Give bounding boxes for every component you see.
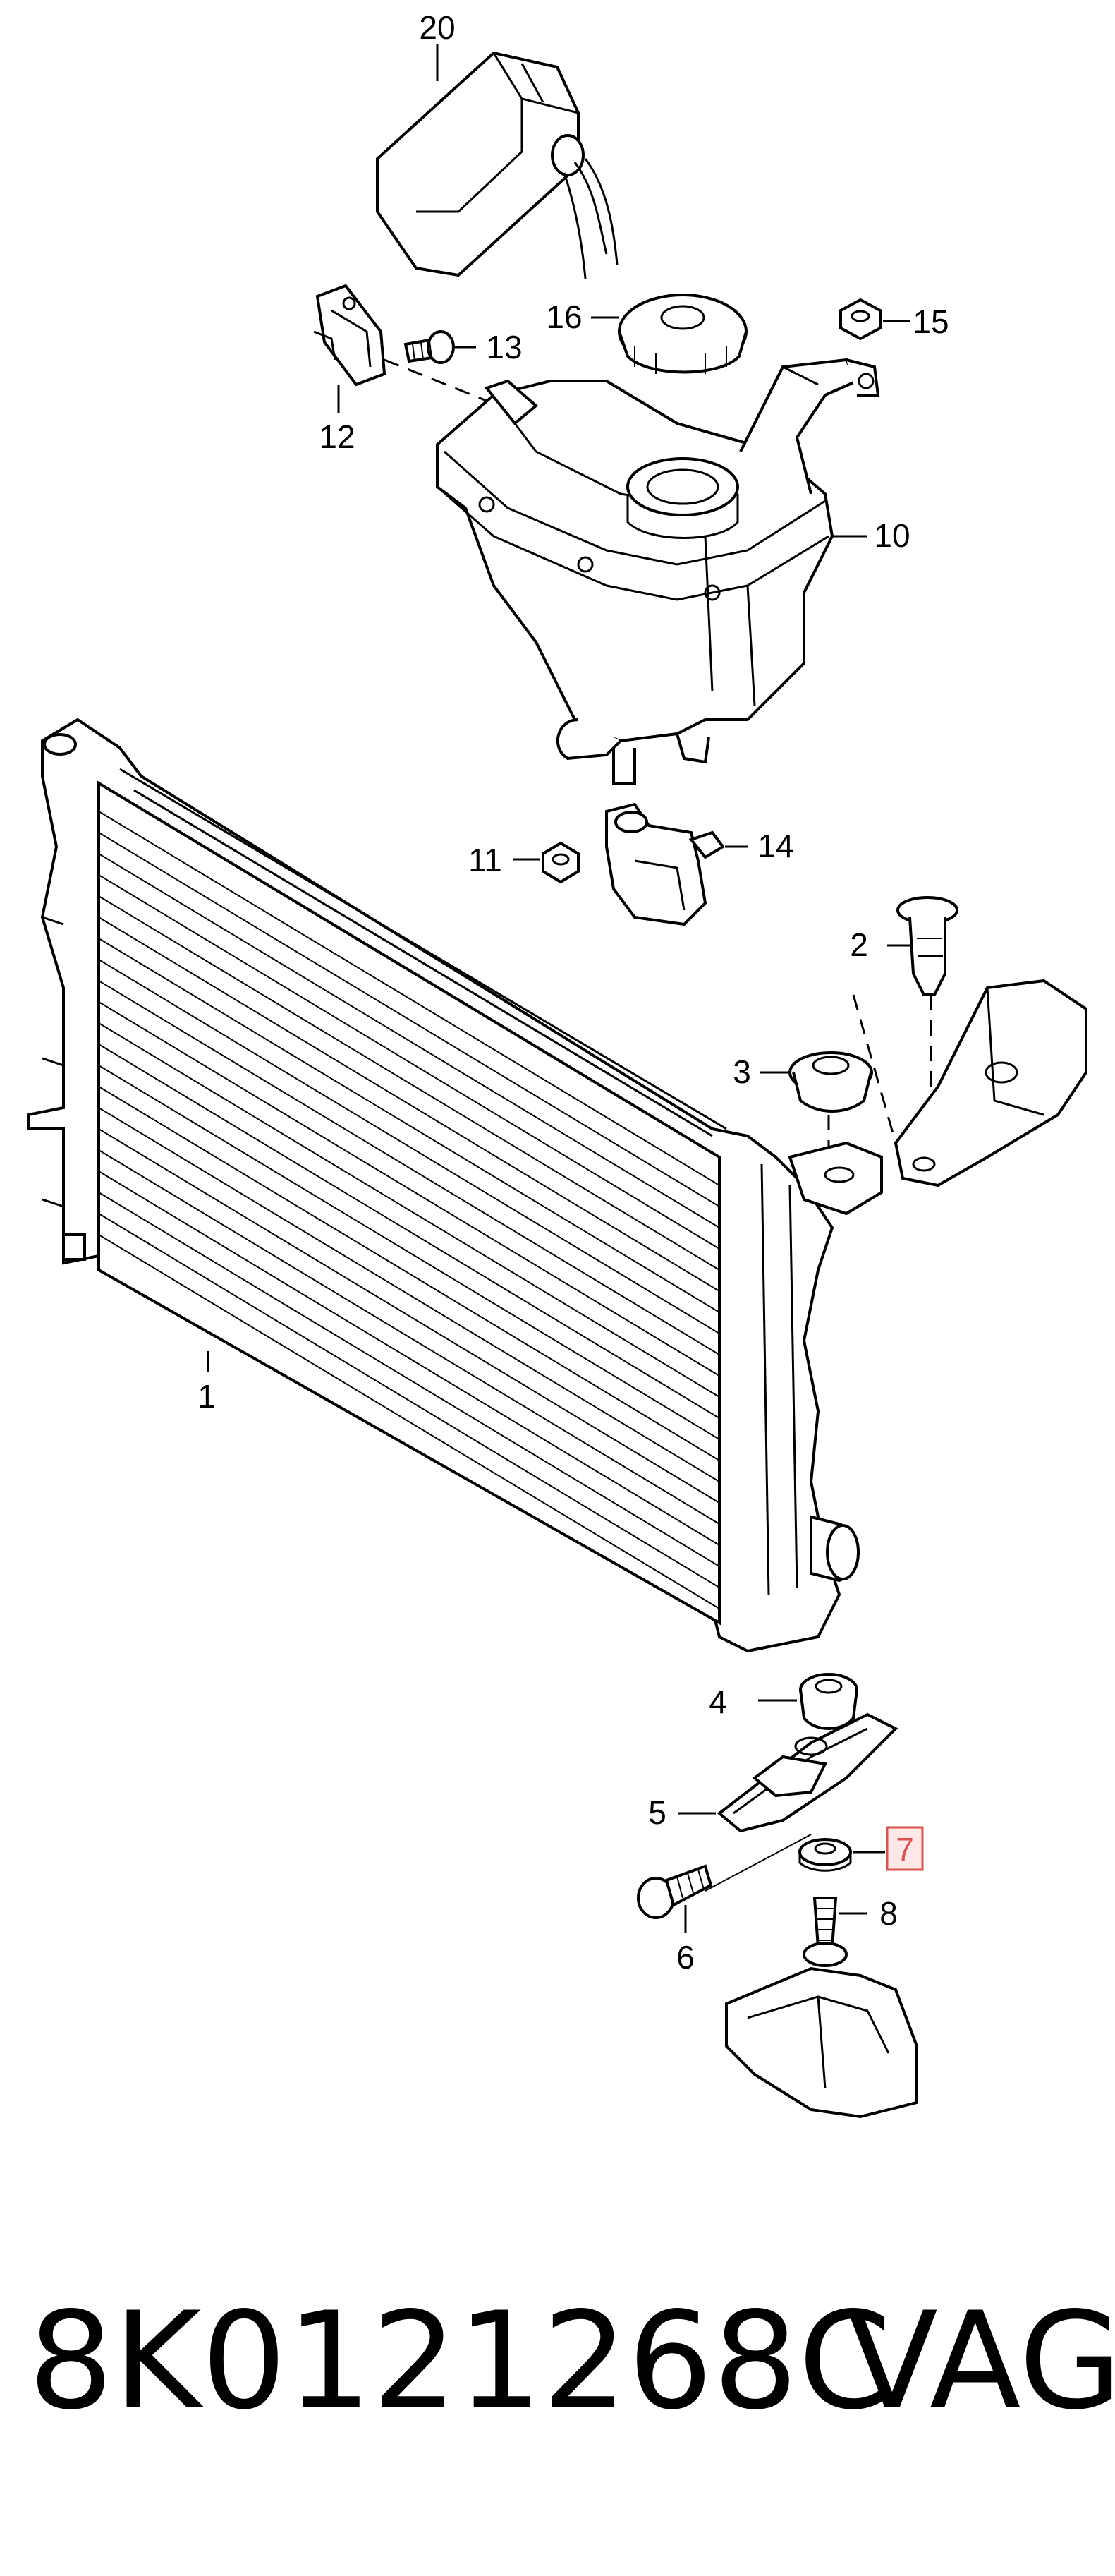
label-1: 1 [197,1378,216,1415]
bracket-11-drawing [313,284,386,387]
nut-14-drawing [542,841,580,884]
label-14: 11 [468,842,502,878]
mounting-bracket-drawing [788,979,1087,1216]
coolant-bottle-drawing [376,51,619,279]
label-8: 8 [879,1895,898,1932]
pin-2-drawing [896,896,958,996]
label-15: 16 [546,298,582,335]
footer-part-number: 8K0121268C [28,2283,891,2439]
screw-8-drawing [803,1897,848,1967]
grommet-3-drawing [788,1051,873,1113]
rubber-mount-4-drawing [799,1673,858,1730]
highlight-box [886,1826,924,1871]
expansion-tank-drawing [436,358,880,785]
bracket-13-drawing [605,802,725,926]
body-panel-drawing [725,1966,918,2119]
label-11: 12 [319,418,355,455]
label-5: 5 [648,1794,666,1831]
screw-12-drawing [403,330,455,364]
label-2: 2 [850,926,868,963]
footer-brand: VAG [846,2283,1115,2439]
label-3: 3 [733,1053,751,1090]
reservoir-cap-drawing [618,294,748,374]
radiator-drawing [27,718,860,1653]
label-12: 13 [486,329,522,365]
label-20: 20 [419,9,455,46]
label-4: 4 [709,1683,727,1720]
label-16: 15 [913,303,949,340]
washer-7-drawing [798,1838,852,1872]
label-7[interactable]: 7 [896,1831,914,1868]
nut-16-drawing [839,298,882,341]
label-6: 6 [676,1939,695,1976]
label-10: 10 [874,517,910,554]
bolt-6-drawing [637,1864,713,1919]
holder-5-drawing [717,1712,898,1833]
label-13: 14 [757,828,793,864]
